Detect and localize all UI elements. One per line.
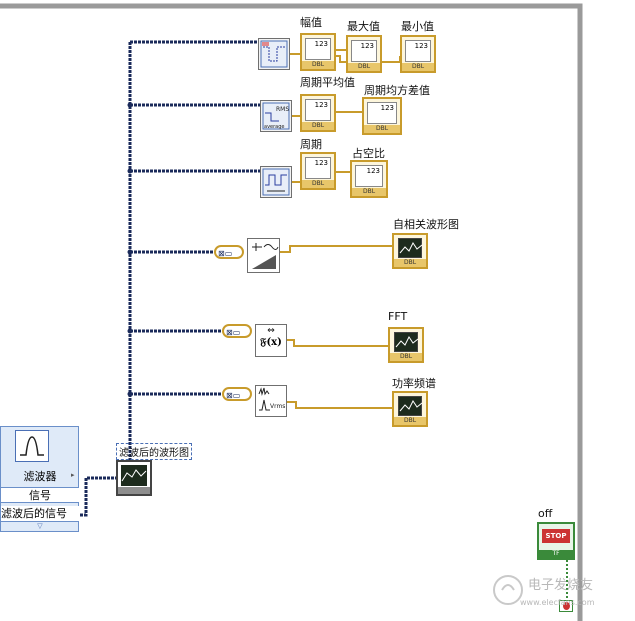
filtered-waveform-graph[interactable]	[116, 460, 152, 496]
fft-node[interactable]: ⇔ 𝔉(x)	[255, 324, 287, 357]
filter-icon	[15, 430, 49, 462]
label-period-rms: 周期均方差值	[364, 84, 430, 97]
unbundle-waveform-1[interactable]: ⊠▭	[214, 245, 244, 259]
svg-text:Vrms: Vrms	[270, 403, 285, 410]
spectrum-icon: Vrms	[258, 387, 285, 411]
label-duty-cycle: 占空比	[352, 147, 385, 160]
graph-screen	[121, 465, 147, 486]
bidirectional-arrow-icon: ⇔	[267, 326, 275, 336]
graph-footer	[118, 487, 150, 494]
loop-stop-terminal[interactable]	[559, 600, 573, 612]
label-min: 最小值	[401, 20, 434, 33]
waveform-icon	[260, 40, 288, 68]
filter-express-vi[interactable]: 滤波器 ▸ 信号 滤波后的信号 ▽	[0, 426, 79, 532]
watermark-text: 电子发烧友	[528, 578, 594, 593]
svg-text:⊠▭: ⊠▭	[218, 249, 232, 257]
svg-text:⊠▭: ⊠▭	[226, 391, 240, 399]
watermark-url: www.elecfans.com	[520, 598, 595, 607]
fft-graph-indicator[interactable]: DBL	[388, 327, 424, 363]
label-fft: FFT	[388, 310, 408, 323]
label-off: off	[538, 507, 553, 520]
svg-text:⊠▭: ⊠▭	[226, 328, 240, 336]
label-period-mean: 周期平均值	[300, 76, 355, 89]
period-measure-node[interactable]	[260, 166, 292, 198]
unbundle-icon: ⊠▭	[218, 249, 232, 257]
label-power-spectrum: 功率频谱	[392, 377, 436, 390]
label-autocorr: 自相关波形图	[393, 218, 459, 231]
label-amplitude: 幅值	[300, 16, 322, 29]
autocorr-graph-indicator[interactable]: DBL	[392, 233, 428, 269]
power-spectrum-node[interactable]: Vrms	[255, 385, 287, 417]
fft-symbol: 𝔉(x)	[260, 337, 282, 348]
filter-input-signal[interactable]: 信号	[1, 487, 79, 503]
stop-button[interactable]: STOP TF	[537, 522, 575, 560]
amplitude-measure-node[interactable]	[258, 38, 290, 70]
filter-title: 滤波器	[23, 470, 57, 483]
unbundle-waveform-3[interactable]: ⊠▭	[222, 387, 252, 401]
label-filtered-waveform: 滤波后的波形图	[116, 443, 192, 460]
stop-condition-icon	[563, 602, 570, 610]
filter-expand-arrow-icon: ▸	[71, 471, 75, 479]
label-period: 周期	[300, 138, 322, 151]
rms-icon: RMS average	[262, 102, 290, 130]
svg-text:average: average	[264, 124, 284, 130]
power-spectrum-graph-indicator[interactable]: DBL	[392, 391, 428, 427]
autocorrelation-node[interactable]	[247, 238, 280, 273]
svg-text:RMS: RMS	[276, 106, 289, 113]
filter-output-signal[interactable]: 滤波后的信号	[1, 506, 79, 522]
rms-measure-node[interactable]: RMS average	[260, 100, 292, 132]
filter-collapse-arrow-icon: ▽	[37, 522, 43, 530]
period-icon	[262, 168, 290, 196]
watermark-logo	[493, 575, 523, 605]
label-max: 最大值	[347, 20, 380, 33]
autocorrelation-icon	[252, 243, 279, 269]
unbundle-icon: ⊠▭	[226, 391, 240, 399]
unbundle-icon: ⊠▭	[226, 328, 240, 336]
unbundle-waveform-2[interactable]: ⊠▭	[222, 324, 252, 338]
